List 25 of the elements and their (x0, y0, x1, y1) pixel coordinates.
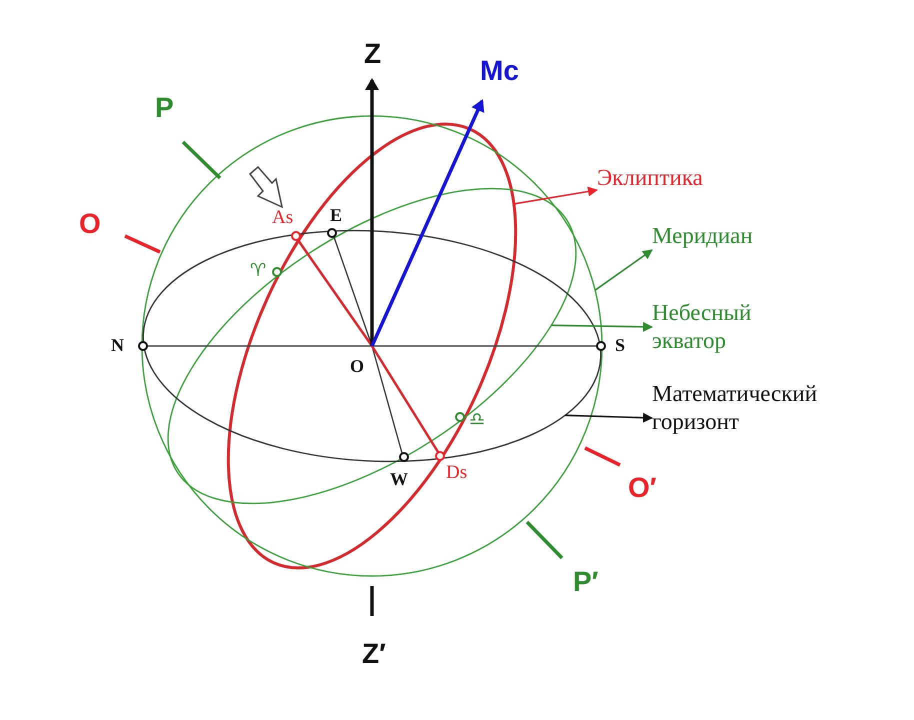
point-label: W (390, 470, 408, 488)
point-label: ♎ (469, 411, 486, 429)
point-label: N (111, 336, 124, 354)
curve-label: Меридиан (652, 222, 802, 250)
point-label: S (615, 336, 626, 354)
point-label: O′ (628, 474, 656, 502)
point-label: O (350, 357, 364, 375)
point-label: ♈ (250, 262, 266, 280)
leader-arrow (551, 322, 653, 332)
point-label: Z′ (362, 640, 386, 668)
leader-arrow (514, 186, 598, 205)
point-label: E (330, 206, 342, 224)
point-label: Ds (446, 463, 468, 482)
point-label: Z (364, 40, 382, 68)
curve-label: Математический горизонт (652, 380, 882, 436)
curve-label: Эклиптика (597, 164, 747, 192)
ecliptic-ellipse (226, 122, 518, 570)
leader-arrow (594, 249, 653, 291)
curve-label: Небесный экватор (652, 299, 802, 355)
point-label: O (79, 210, 101, 238)
point-label: P (155, 94, 174, 122)
point-label: Mc (480, 57, 519, 85)
leader-arrow (565, 412, 653, 423)
point-label: As (272, 208, 294, 227)
point-label: P′ (573, 568, 598, 596)
